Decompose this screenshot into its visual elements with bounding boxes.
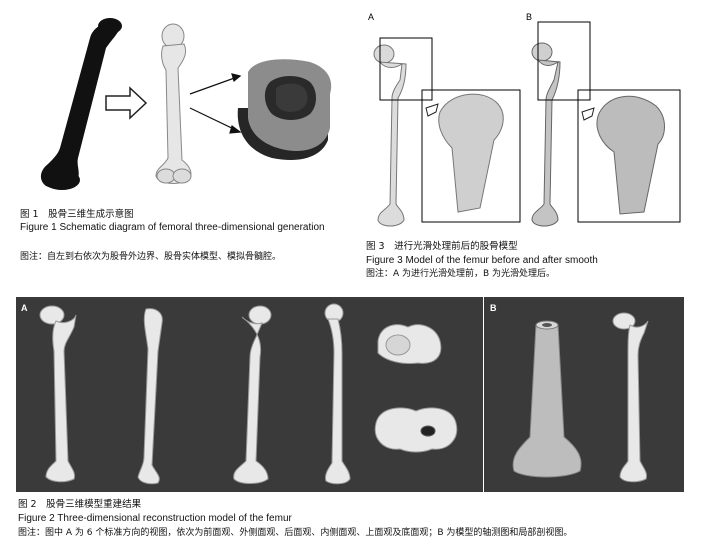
figure3-note: 图注：A 为进行光滑处理前，B 为光滑处理后。	[366, 269, 556, 279]
femur-medial-view	[324, 303, 351, 485]
figure1-images	[18, 8, 348, 200]
femur-solid-model-image	[155, 23, 192, 184]
femur-superior-view	[377, 324, 442, 364]
simulated-marrow-cavity-image	[237, 59, 332, 160]
figure2-panel-b: B	[484, 297, 684, 492]
femur-lateral-view	[137, 308, 163, 485]
pointer-arrows	[189, 73, 242, 134]
figure2-title-cn: 图 2 股骨三维模型重建结果	[18, 499, 142, 510]
femur-anterior-view	[39, 305, 77, 483]
figure3-title-cn: 图 3 进行光滑处理前后的股骨模型	[366, 241, 518, 252]
femur-inferior-view	[374, 407, 458, 453]
figure2-panel-a: A	[16, 297, 483, 492]
femur-before-smooth-image	[373, 37, 521, 227]
femur-sectioned-model-image	[512, 320, 582, 478]
hollow-right-arrow-icon	[105, 86, 148, 120]
figure1-note: 图注：自左到右依次为股骨外边界、股骨实体模型、模拟骨髓腔。	[20, 252, 282, 262]
figure2-title-en: Figure 2 Three-dimensional reconstructio…	[18, 513, 292, 524]
figure1-title-en: Figure 1 Schematic diagram of femoral th…	[20, 222, 325, 233]
figure3-title-en: Figure 3 Model of the femur before and a…	[366, 255, 598, 266]
femur-posterior-view	[233, 305, 272, 484]
figure3-label-b: B	[526, 12, 533, 22]
femur-axonometric-view	[612, 312, 649, 483]
figure2-label-b: B	[490, 303, 497, 313]
figure3-label-a: A	[368, 12, 375, 22]
femur-after-smooth-image	[531, 21, 681, 227]
figure3-images: A B	[366, 8, 696, 236]
figure2-note: 图注：图中 A 为 6 个标准方向的视图，依次为前面观、外侧面观、后面观、内侧面…	[18, 528, 573, 538]
femur-outer-boundary-image	[40, 18, 122, 190]
figure2-label-a: A	[21, 303, 28, 313]
figure1-title-cn: 图 1 股骨三维生成示意图	[20, 209, 134, 220]
